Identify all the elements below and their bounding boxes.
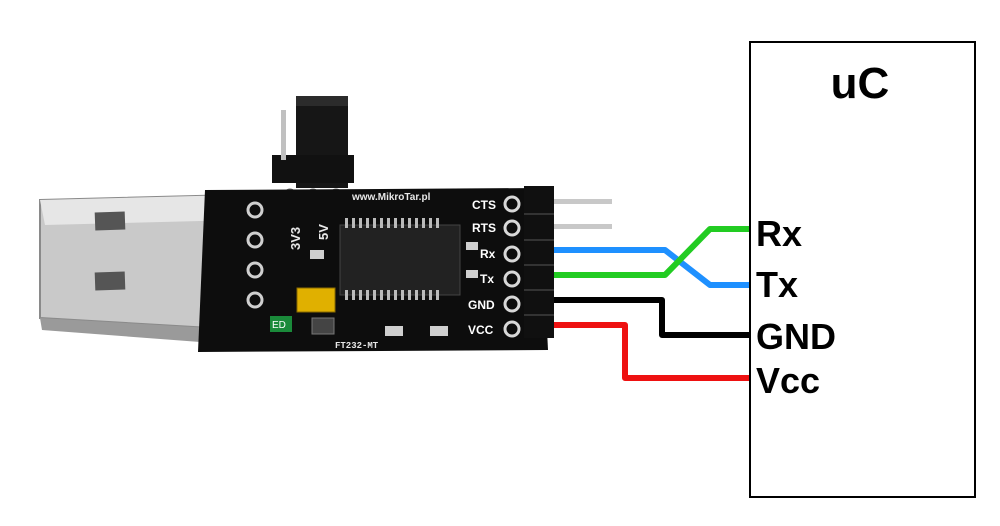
- wire-gnd-to-gnd: [554, 297, 750, 338]
- wire-rx-to-tx: [554, 247, 750, 288]
- wire-vcc-to-vcc: [554, 322, 750, 381]
- board-pin-vcc: VCC: [468, 323, 494, 337]
- led-label: ED: [272, 320, 286, 331]
- mcu-box: [749, 41, 976, 498]
- tantalum-capacitor: [296, 287, 336, 313]
- power-led: [270, 316, 292, 332]
- usb-uart-board: ED www.MikroTar.pl FT232-MT 3V3 5V CTS R…: [198, 188, 548, 352]
- mcu-pin-gnd: GND: [756, 316, 836, 357]
- jumper-3v3-label: 3V3: [288, 227, 303, 250]
- wire-tx-to-rx: [554, 226, 750, 278]
- jumper-header: [272, 96, 354, 202]
- wires: [554, 226, 750, 381]
- board-pin-cts: CTS: [472, 198, 496, 212]
- mcu-pin-vcc: Vcc: [756, 360, 820, 401]
- board-model-text: FT232-MT: [335, 341, 379, 351]
- mcu-title: uC: [831, 59, 890, 108]
- jumper-5v-label: 5V: [316, 224, 331, 240]
- board-pin-rts: RTS: [472, 221, 496, 235]
- board-pin-tx: Tx: [480, 272, 494, 286]
- mcu-pin-rx: Rx: [756, 213, 802, 254]
- ft232-chip: [339, 224, 461, 296]
- board-pin-gnd: GND: [468, 298, 495, 312]
- mcu-pin-tx: Tx: [756, 264, 798, 305]
- board-brand-text: www.MikroTar.pl: [351, 192, 431, 203]
- board-pin-rx: Rx: [480, 247, 496, 261]
- usb-plug: [39, 193, 247, 345]
- pin-header: [524, 186, 612, 338]
